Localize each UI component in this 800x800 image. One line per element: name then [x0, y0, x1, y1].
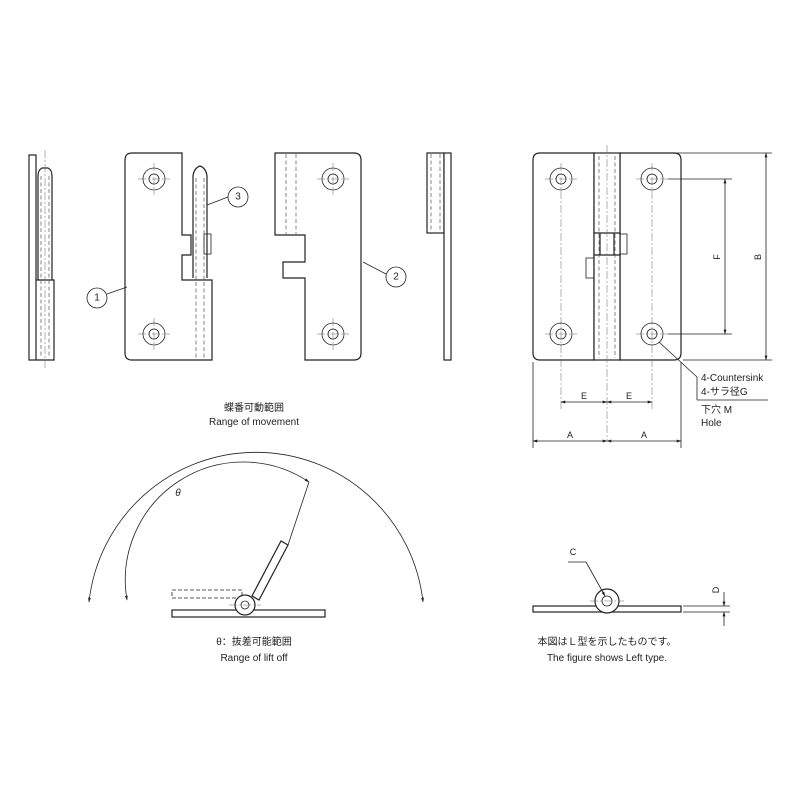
movement-range-diagram: 蝶番可動範囲 Range of movement θ θ：抜差可能範囲 Rang…	[88, 401, 424, 664]
dim-a-left: A	[567, 430, 573, 440]
note-en: The figure shows Left type.	[547, 653, 667, 664]
lift-off-title-en: Range of lift off	[220, 653, 287, 664]
countersink-hole	[317, 318, 349, 350]
side-view-pin-leaf	[28, 150, 55, 368]
hole-note-countersink: 4-Countersink	[701, 373, 764, 384]
hole-note-countersink-jp: 4-サラ径G	[701, 385, 748, 398]
note-jp: 本図はＬ型を示したものです。	[538, 635, 677, 648]
lift-off-title-jp: θ：抜差可能範囲	[216, 635, 292, 648]
callout-3-circle	[227, 186, 249, 208]
leaf-part-1: 1 3	[86, 152, 249, 361]
theta-label: θ	[175, 488, 181, 499]
callout-3: 3	[235, 192, 241, 203]
hole-note-hole: Hole	[701, 418, 722, 429]
dim-e-right: E	[626, 391, 632, 401]
countersink-hole	[545, 163, 577, 410]
callout-1: 1	[94, 293, 100, 304]
dim-f: F	[712, 254, 722, 260]
movement-title-en: Range of movement	[209, 417, 299, 428]
callout-2-circle	[385, 266, 407, 288]
side-view-socket-leaf	[426, 152, 452, 361]
countersink-hole	[138, 318, 170, 350]
movement-title-jp: 蝶番可動範囲	[224, 401, 284, 414]
dim-a-right: A	[641, 430, 647, 440]
dim-d: D	[711, 586, 721, 593]
countersink-hole	[317, 163, 349, 195]
hinge-section-view: C D 本図はＬ型を示したものです。 The figure shows Left…	[532, 547, 730, 664]
leaf-part-2: 2	[274, 152, 407, 361]
countersink-hole	[545, 322, 577, 346]
countersink-hole	[636, 322, 668, 346]
callout-2: 2	[393, 272, 399, 283]
dim-b: B	[753, 254, 763, 260]
dim-e-left: E	[581, 391, 587, 401]
assembled-hinge-view: E E A A F B 4-Countersink 4-サラ径G 下穴 M Ho…	[532, 145, 772, 448]
hole-note-pilot-jp: 下穴 M	[701, 403, 732, 416]
dim-c: C	[570, 547, 577, 557]
countersink-hole	[138, 163, 170, 195]
countersink-hole	[636, 163, 668, 410]
callout-1-circle	[86, 287, 108, 309]
